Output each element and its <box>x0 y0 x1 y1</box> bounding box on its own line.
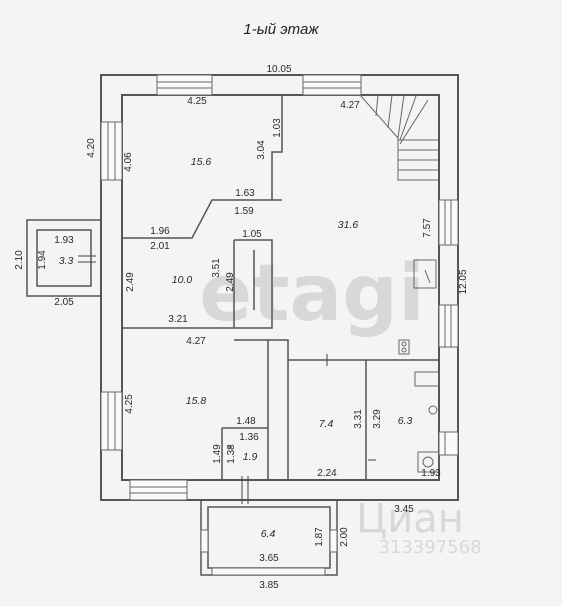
terrace-dim-2: 3.85 <box>259 580 279 591</box>
room-f-height: 3.31 <box>353 409 364 429</box>
room-f-area: 7.4 <box>319 418 334 430</box>
dim-left: 4.20 <box>86 138 97 158</box>
room-c-dim-3: 3.51 <box>211 258 222 278</box>
fixtures <box>398 259 440 473</box>
room-g-width: 1.93 <box>421 468 441 479</box>
porch-dim-1: 2.10 <box>14 250 25 270</box>
room-d-dim-4: 1.38 <box>226 444 237 464</box>
room-g-area: 6.3 <box>398 415 413 427</box>
plan-title: 1-ый этаж <box>243 21 319 38</box>
porch <box>26 219 102 297</box>
room-a-width: 4.25 <box>187 96 207 107</box>
cian-id-watermark: 313397568 <box>378 537 481 558</box>
room-b-dim-1: 1.63 <box>235 188 255 199</box>
room-b-area: 31.6 <box>338 219 359 231</box>
dimension-labels: 10.05 4.20 12.05 3.45 4.25 4.06 3.04 1.0… <box>14 64 469 591</box>
room-e-area: 1.9 <box>243 451 258 463</box>
windows <box>100 74 459 576</box>
room-c-dim-5: 1.05 <box>242 229 262 240</box>
room-d-width: 4.27 <box>186 336 206 347</box>
terrace-height: 1.87 <box>314 527 325 547</box>
room-a-dim-1: 3.04 <box>256 140 267 160</box>
room-c-width: 3.21 <box>168 314 188 325</box>
room-a-dim-2: 1.03 <box>272 118 283 138</box>
terrace-area: 6.4 <box>261 528 276 540</box>
room-b-height: 7.57 <box>422 218 433 238</box>
dim-bottom: 3.45 <box>394 504 414 515</box>
room-b-width: 4.27 <box>340 100 360 111</box>
room-c-dim-2: 2.01 <box>150 241 170 252</box>
room-a-height: 4.06 <box>123 152 134 172</box>
room-g-height: 3.29 <box>372 409 383 429</box>
room-d-dim-1: 1.48 <box>236 416 256 427</box>
interior-walls <box>122 95 439 480</box>
porch-width: 1.93 <box>54 235 74 246</box>
etagi-watermark: etagi <box>199 249 424 339</box>
room-d-dim-3: 1.49 <box>212 444 223 464</box>
terrace-dim-1: 2.00 <box>339 527 350 547</box>
dim-top: 10.05 <box>266 64 291 75</box>
cian-watermark: Циан <box>356 496 464 542</box>
room-c-dim-1: 1.96 <box>150 226 170 237</box>
room-b-dim-2: 1.59 <box>234 206 254 217</box>
porch-height: 1.94 <box>37 250 48 270</box>
door-marks <box>78 255 376 504</box>
room-f-width: 2.24 <box>317 468 337 479</box>
room-d-area: 15.8 <box>186 395 207 407</box>
room-areas: 15.6 31.6 10.0 15.8 1.9 7.4 6.3 3.3 6.4 <box>59 156 413 540</box>
room-c-area: 10.0 <box>172 274 193 286</box>
room-c-height: 2.49 <box>125 272 136 292</box>
dim-right: 12.05 <box>458 269 469 294</box>
room-c-dim-4: 2.49 <box>225 272 236 292</box>
porch-area: 3.3 <box>59 255 74 267</box>
terrace-width: 3.65 <box>259 553 279 564</box>
room-a-area: 15.6 <box>191 156 212 168</box>
room-d-dim-2: 1.36 <box>239 432 259 443</box>
room-d-height: 4.25 <box>124 394 135 414</box>
porch-dim-2: 2.05 <box>54 297 74 308</box>
staircase <box>359 94 439 181</box>
